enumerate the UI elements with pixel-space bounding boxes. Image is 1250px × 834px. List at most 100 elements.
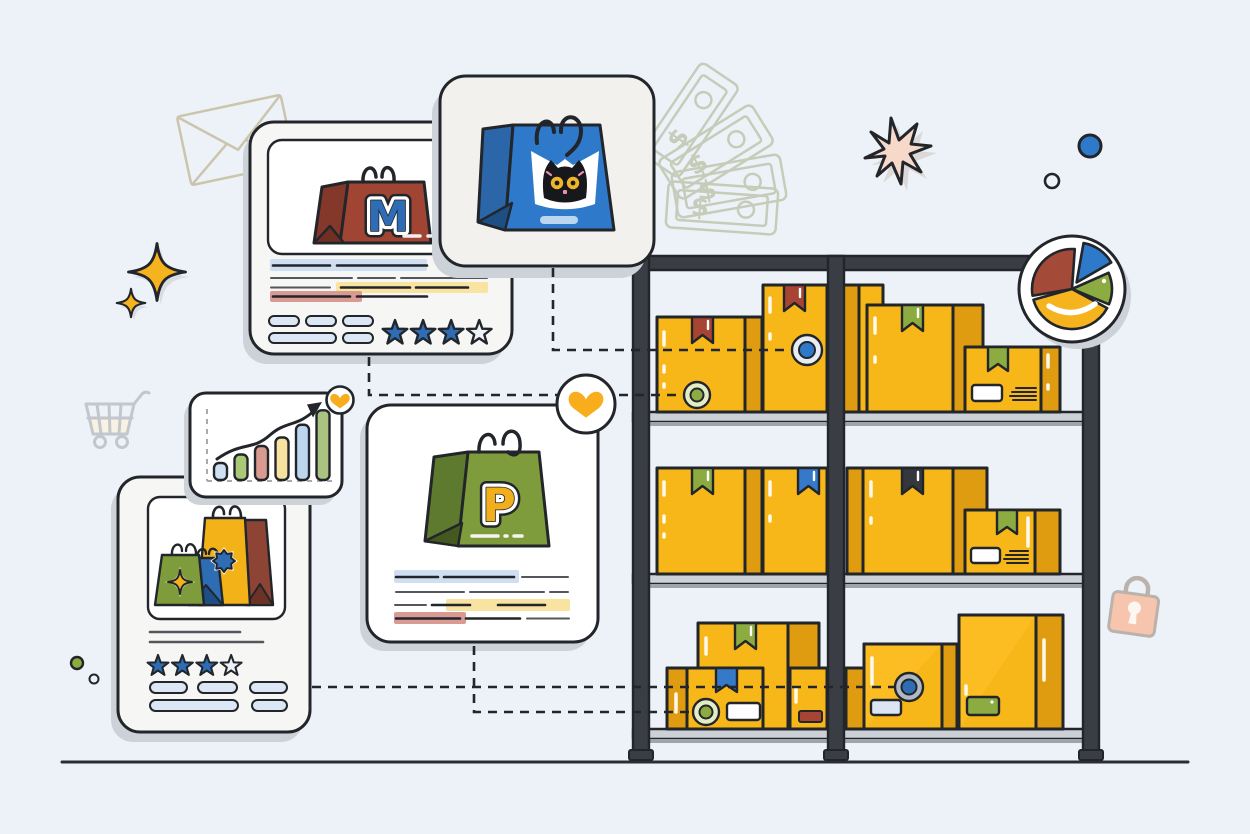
shopper-card (111, 475, 312, 742)
bag-bottom-pill (540, 216, 578, 224)
badge-star-blue (212, 549, 236, 573)
tiny-ring-dot (88, 673, 100, 685)
box-side (743, 315, 764, 414)
shipping-label (725, 701, 762, 722)
placeholder-text-lines (148, 630, 265, 644)
shopping-cart-icon (84, 390, 151, 449)
pie-smile-highlight (1046, 301, 1098, 316)
shelf-frame (623, 254, 1105, 761)
bar-2 (233, 453, 249, 482)
shopping-bag-p: P P P (423, 429, 551, 548)
box-front (655, 466, 747, 576)
pie-chart-badge (1017, 234, 1131, 349)
tag-pills (268, 315, 374, 344)
box-group-mid-left (655, 466, 829, 576)
bar-1 (212, 461, 229, 482)
tape-roll-blue (790, 333, 824, 367)
shopping-bags-group (153, 505, 275, 607)
dollar-sign: $ (690, 192, 710, 223)
box-group-top-right (841, 283, 1062, 414)
trend-arrow-head (307, 402, 322, 418)
svg-text:M: M (367, 192, 409, 241)
box-group-bottom-left (665, 621, 829, 731)
box-group-bottom-right (844, 613, 1065, 731)
tag-pills (149, 681, 288, 712)
box-group-mid-right (845, 466, 1062, 576)
green-dot (69, 655, 85, 671)
cat-mascot-icon (531, 151, 599, 210)
growth-chart-card (184, 385, 355, 505)
pie-slice-blue (1075, 241, 1113, 284)
label-lines (1003, 550, 1029, 564)
bar-3 (253, 444, 270, 482)
box-side (1034, 613, 1065, 731)
blue-dot (1077, 133, 1103, 159)
tag-pill (268, 332, 337, 344)
box-side (845, 466, 865, 576)
ribbon-green (986, 345, 1010, 373)
tag-pill (251, 699, 288, 712)
trend-arrow (215, 406, 319, 461)
connector-card-cat-to-shelf (551, 268, 791, 352)
pie-slice-brown (1030, 247, 1077, 298)
bar-4 (274, 436, 290, 482)
red-label (798, 710, 823, 723)
tag-pill (197, 681, 238, 694)
ribbon-green (995, 508, 1019, 536)
padlock-icon (1107, 575, 1161, 638)
box-side (844, 666, 866, 731)
label-lines (1009, 387, 1037, 401)
tag-pill (342, 332, 374, 344)
shelf-foot (823, 749, 849, 761)
placeholder-text-lines (394, 570, 570, 624)
connector-lines (312, 268, 894, 714)
marketplace-card-cat (432, 74, 656, 278)
shopping-bag-m: M M M (312, 166, 433, 248)
tape-roll-green (682, 380, 712, 410)
svg-text:P: P (482, 478, 516, 532)
tag-pill (305, 315, 337, 327)
chart-axes (206, 409, 333, 482)
shelf-foot (1078, 749, 1104, 761)
bag-letter: P (482, 478, 516, 532)
tape-roll-green (691, 697, 721, 727)
tag-pill (149, 681, 188, 694)
box-side (841, 283, 861, 414)
box-side (940, 642, 959, 731)
heart-badge-large (555, 373, 617, 435)
pie-slice-yellow (1032, 287, 1109, 331)
starburst-icon (863, 116, 937, 191)
pie-dot-highlight (1101, 278, 1107, 284)
tag-pill (249, 681, 288, 694)
shelf-post (631, 254, 651, 754)
shelf-unit (623, 254, 1105, 761)
bag-handles (534, 115, 584, 157)
tag-pill (268, 315, 300, 327)
shelf-post (826, 254, 846, 754)
svg-text:P: P (482, 478, 516, 532)
box-front (761, 466, 829, 576)
tag-pill (149, 699, 239, 712)
green-label (965, 695, 1001, 717)
bag-handles (361, 166, 396, 184)
shipping-label (969, 546, 1002, 565)
tag-pill (342, 315, 374, 327)
box-side (1033, 508, 1062, 576)
product-card-p: P P P (360, 403, 600, 651)
box-side (743, 466, 764, 576)
shipping-label (970, 383, 1004, 403)
shopping-bag-cat (476, 115, 616, 232)
bar-chart (212, 409, 331, 482)
heart-badge-small (325, 385, 355, 415)
placeholder-text-lines (270, 259, 488, 302)
money-fan-icon: $ $ $ $ (641, 62, 788, 236)
shipping-label (869, 698, 903, 717)
connector-card-p-to-shelf (472, 646, 692, 714)
bar-6 (315, 409, 331, 482)
bar-5 (294, 423, 311, 482)
shelf-foot (628, 749, 654, 761)
box-side (1039, 345, 1062, 414)
small-ring-dot (1043, 172, 1061, 190)
